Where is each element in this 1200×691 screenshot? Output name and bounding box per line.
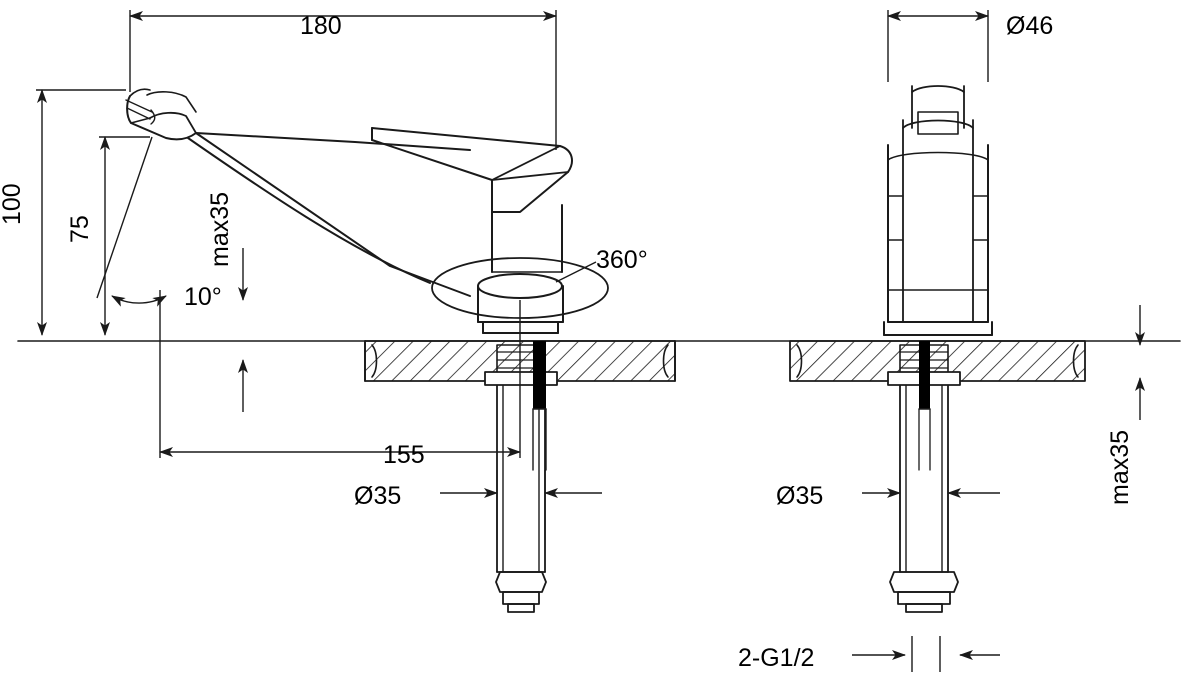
hose-dark-fill-right: [919, 341, 930, 409]
dim-75: 75: [66, 215, 94, 243]
dim-360: 360°: [596, 246, 648, 274]
counter-slab-right: [789, 340, 1086, 382]
dim-angle-10: 10°: [184, 283, 222, 311]
dimension-lines: [36, 10, 1145, 672]
dim-max35-right: max35: [1106, 430, 1134, 505]
dim-d46: Ø46: [1006, 12, 1053, 40]
dim-d35-right: Ø35: [776, 482, 823, 510]
hose-dark-fill: [533, 341, 546, 409]
dim-180: 180: [300, 12, 342, 40]
dim-155: 155: [383, 441, 425, 469]
dim-d35-left: Ø35: [354, 482, 401, 510]
dim-100: 100: [0, 183, 26, 225]
dim-2-g12: 2-G1/2: [738, 644, 814, 672]
dim-max35-spout: max35: [206, 192, 234, 267]
left-view-geometry: [17, 85, 1181, 613]
